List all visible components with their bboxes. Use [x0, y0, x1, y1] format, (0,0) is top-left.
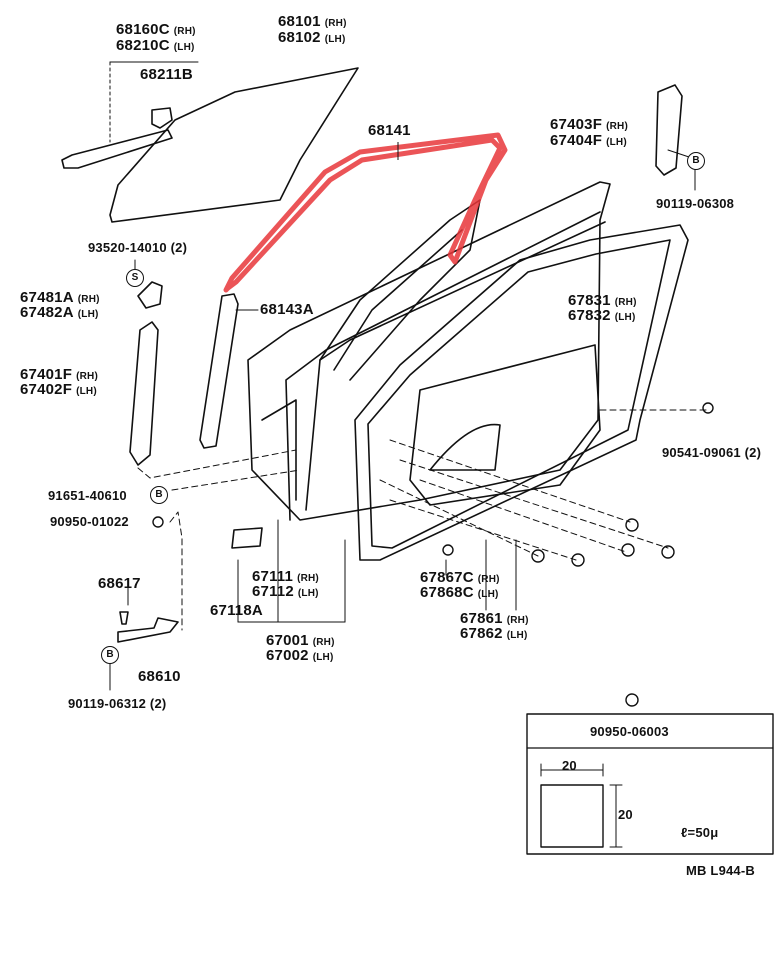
highlighted-glass-run — [223, 132, 508, 293]
inset-width: 20 — [562, 758, 577, 773]
inset-thickness: ℓ=50μ — [681, 825, 719, 840]
rear-frame — [655, 84, 683, 176]
door-shell — [247, 181, 611, 521]
label-weatherstrip: 67831(RH) — [568, 292, 637, 309]
label-plug: 90950-01022 — [50, 514, 129, 529]
trim-pad — [231, 527, 263, 549]
label-glass-run: 68141 — [368, 122, 411, 139]
label-channel-lh: 68210C(LH) — [116, 37, 195, 54]
door-check — [117, 617, 179, 643]
callout-b-hinge: B — [150, 486, 168, 504]
label-glass-lh: 68102(LH) — [278, 29, 346, 46]
label-bolt-glass: 93520-14010 (2) — [88, 240, 188, 255]
label-clip-seal: 67867C(RH) — [420, 569, 500, 586]
pin — [119, 611, 129, 625]
label-trim: 67111(RH) — [252, 568, 319, 585]
label-door: 67001(RH) — [266, 632, 335, 649]
label-channel: 68160C(RH) — [116, 21, 196, 38]
front-sash — [129, 321, 159, 466]
reference-code: MB L944-B — [686, 863, 755, 878]
inset-box — [526, 713, 774, 855]
label-trim-pad: 67118A — [210, 602, 263, 619]
label-sash-lh: 67402F(LH) — [20, 381, 97, 398]
label-sash: 67401F(RH) — [20, 366, 98, 383]
callout-s: S — [126, 269, 144, 287]
label-screw-hinge: 91651-40610 — [48, 488, 127, 503]
weatherstrip — [354, 224, 689, 561]
label-bracket: 67481A(RH) — [20, 289, 100, 306]
inset-height: 20 — [618, 807, 633, 822]
label-seal: 67861(RH) — [460, 610, 529, 627]
label-trim-lh: 67112(LH) — [252, 583, 319, 600]
label-clip-seal-lh: 67868C(LH) — [420, 584, 499, 601]
label-lower-run: 68143A — [260, 301, 314, 318]
label-check: 68610 — [138, 668, 181, 685]
label-screw-top: 90119-06308 — [656, 196, 735, 211]
callout-b-check: B — [101, 646, 119, 664]
door-glass — [109, 67, 359, 223]
channel-clip — [151, 107, 173, 129]
lower-run — [199, 293, 239, 449]
label-clip: 68211B — [140, 66, 193, 83]
label-seal-lh: 67862(LH) — [460, 625, 528, 642]
label-glass: 68101(RH) — [278, 13, 347, 30]
label-screw-check: 90119-06312 (2) — [68, 696, 167, 711]
label-pin: 68617 — [98, 575, 141, 592]
inset-part-number: 90950-06003 — [590, 724, 669, 739]
label-frame: 67403F(RH) — [550, 116, 628, 133]
label-clip-right: 90541-09061 (2) — [662, 445, 762, 460]
label-bracket-lh: 67482A(LH) — [20, 304, 99, 321]
label-door-lh: 67002(LH) — [266, 647, 334, 664]
bracket — [137, 281, 163, 309]
glass-channel — [61, 129, 173, 169]
label-frame-lh: 67404F(LH) — [550, 132, 627, 149]
callout-b-top: B — [687, 152, 705, 170]
label-weatherstrip-lh: 67832(LH) — [568, 307, 636, 324]
